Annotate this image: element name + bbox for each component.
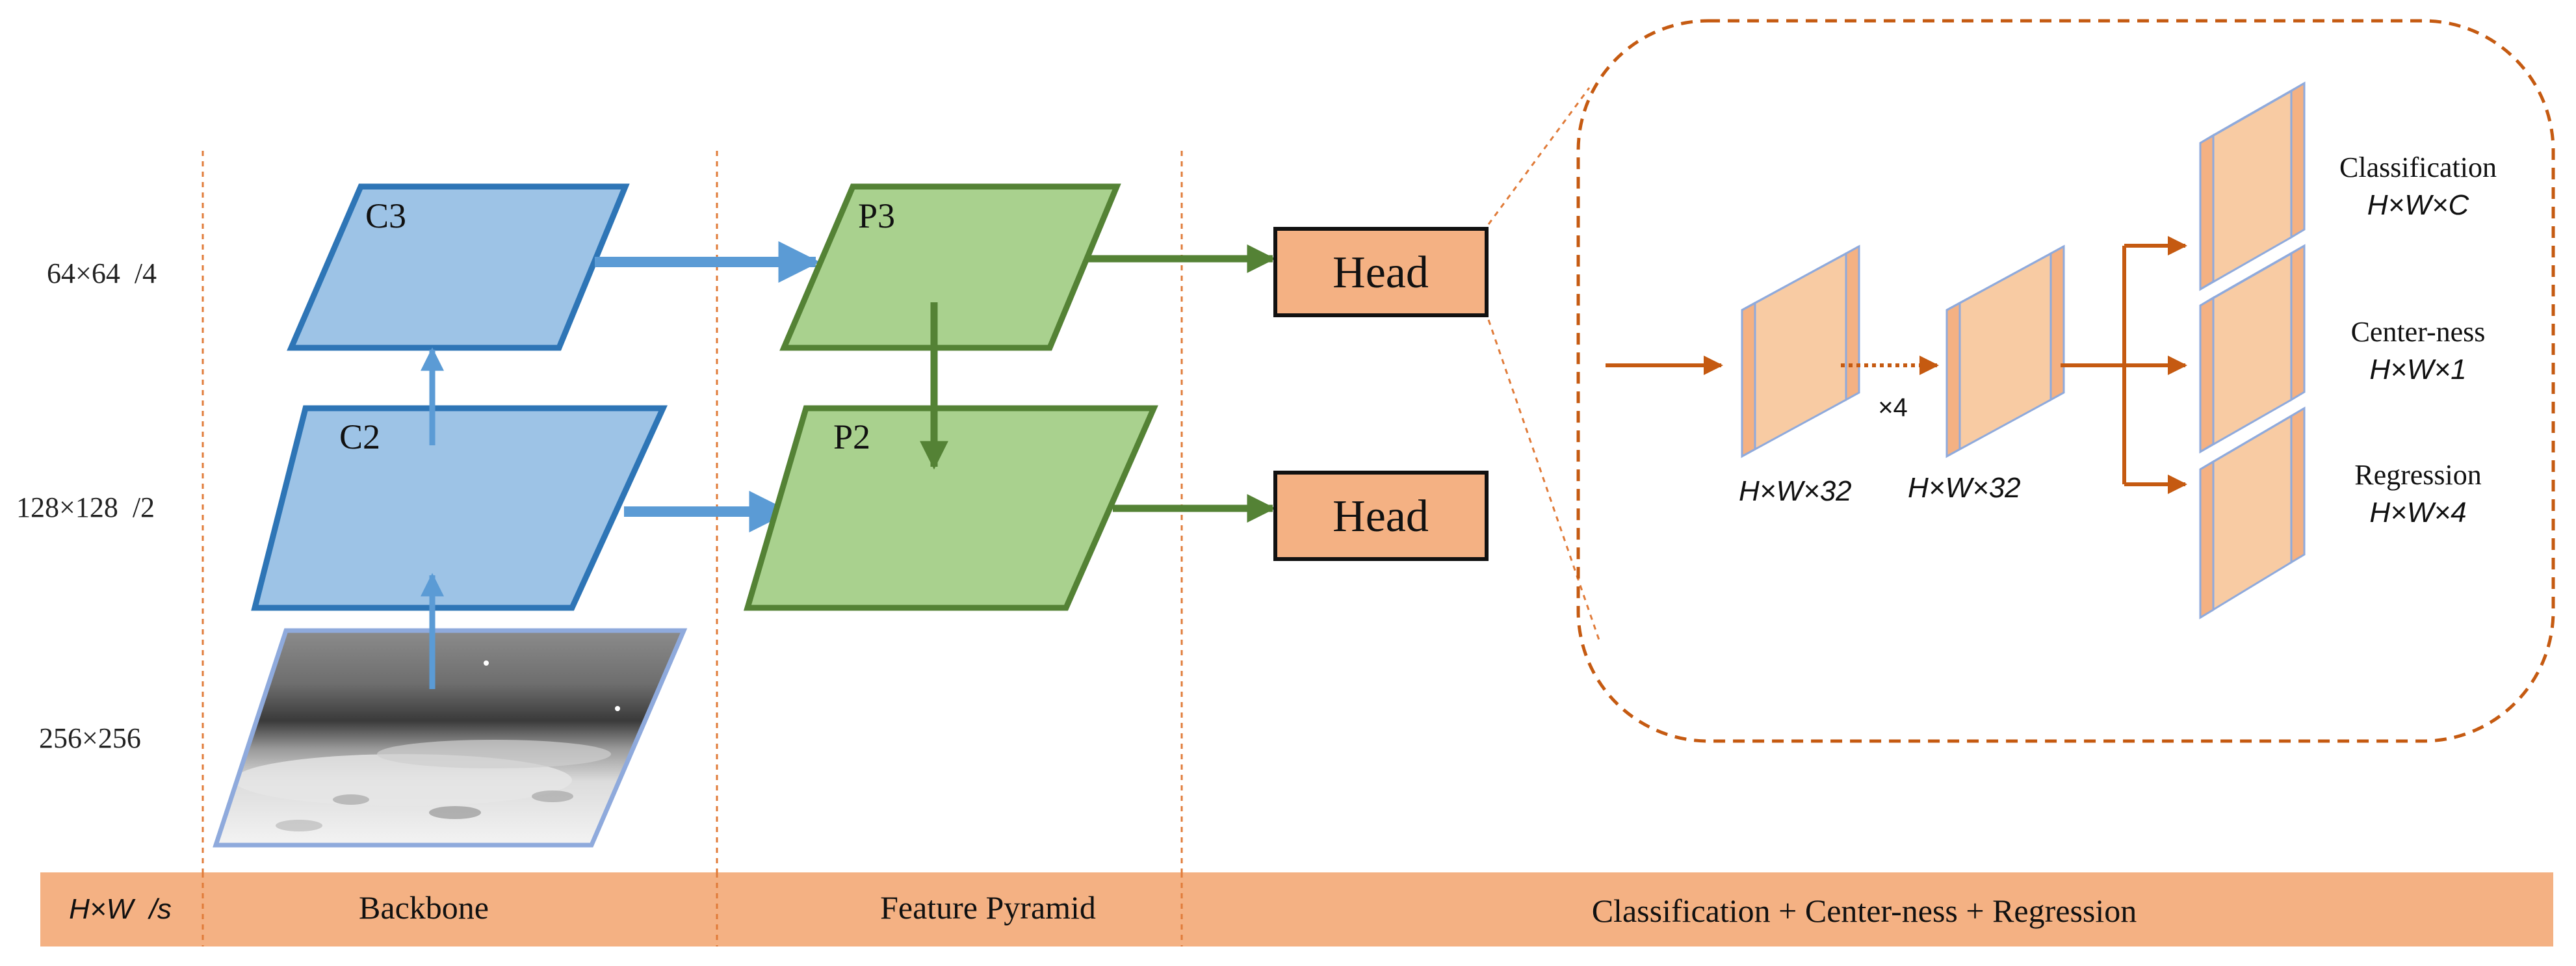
output-cube-centerness — [2199, 244, 2306, 454]
feature-cube-1 — [1741, 244, 1860, 458]
zoom-line-lower — [1487, 319, 1602, 644]
c2-label: C2 — [339, 417, 380, 456]
output-centerness-dim: H×W×1 — [2369, 354, 2466, 385]
pyramid-p2-layer — [743, 405, 1158, 611]
footer-band — [40, 872, 2553, 946]
feature-cube-1-dim: H×W×32 — [1739, 475, 1852, 507]
output-cube-classification — [2199, 81, 2306, 291]
output-classification-dim: H×W×C — [2367, 189, 2470, 221]
branch-arrows — [2061, 236, 2187, 494]
input-image-frame — [213, 628, 688, 848]
scale-label-64: 64×64 /4 — [47, 257, 157, 289]
backbone-c3-layer — [287, 183, 630, 351]
repeat-label: ×4 — [1878, 393, 1908, 422]
output-classification-name: Classification — [2339, 151, 2497, 183]
input-image — [216, 631, 684, 845]
head-top-box — [1273, 227, 1489, 317]
feature-cube-2-dim: H×W×32 — [1908, 472, 2021, 504]
scale-label-128: 128×128 /2 — [16, 491, 155, 523]
footer-heads-label: Classification + Center-ness + Regressio… — [1592, 893, 2137, 929]
output-regression-dim: H×W×4 — [2369, 497, 2466, 529]
output-centerness-name: Center-ness — [2351, 316, 2486, 348]
feature-cube-2 — [1945, 244, 2065, 458]
c3-label: C3 — [365, 196, 406, 235]
output-cube-regression — [2199, 406, 2306, 620]
footer-pyramid-label: Feature Pyramid — [880, 889, 1096, 926]
head-bottom-label: Head — [1333, 491, 1429, 542]
p3-label: P3 — [858, 196, 895, 235]
pyramid-p3-layer — [779, 183, 1121, 351]
head-top-label: Head — [1333, 248, 1429, 298]
footer-backbone-label: Backbone — [359, 889, 489, 926]
p2-label: P2 — [833, 417, 870, 456]
head-bottom-box — [1273, 471, 1489, 561]
output-regression-name: Regression — [2354, 459, 2482, 491]
scale-label-256: 256×256 — [39, 722, 141, 754]
backbone-c2-layer — [251, 405, 668, 611]
footer-dims-label: H×W /s — [69, 893, 172, 925]
zoom-line-upper — [1487, 87, 1591, 225]
head-detail-panel — [1576, 19, 2555, 743]
